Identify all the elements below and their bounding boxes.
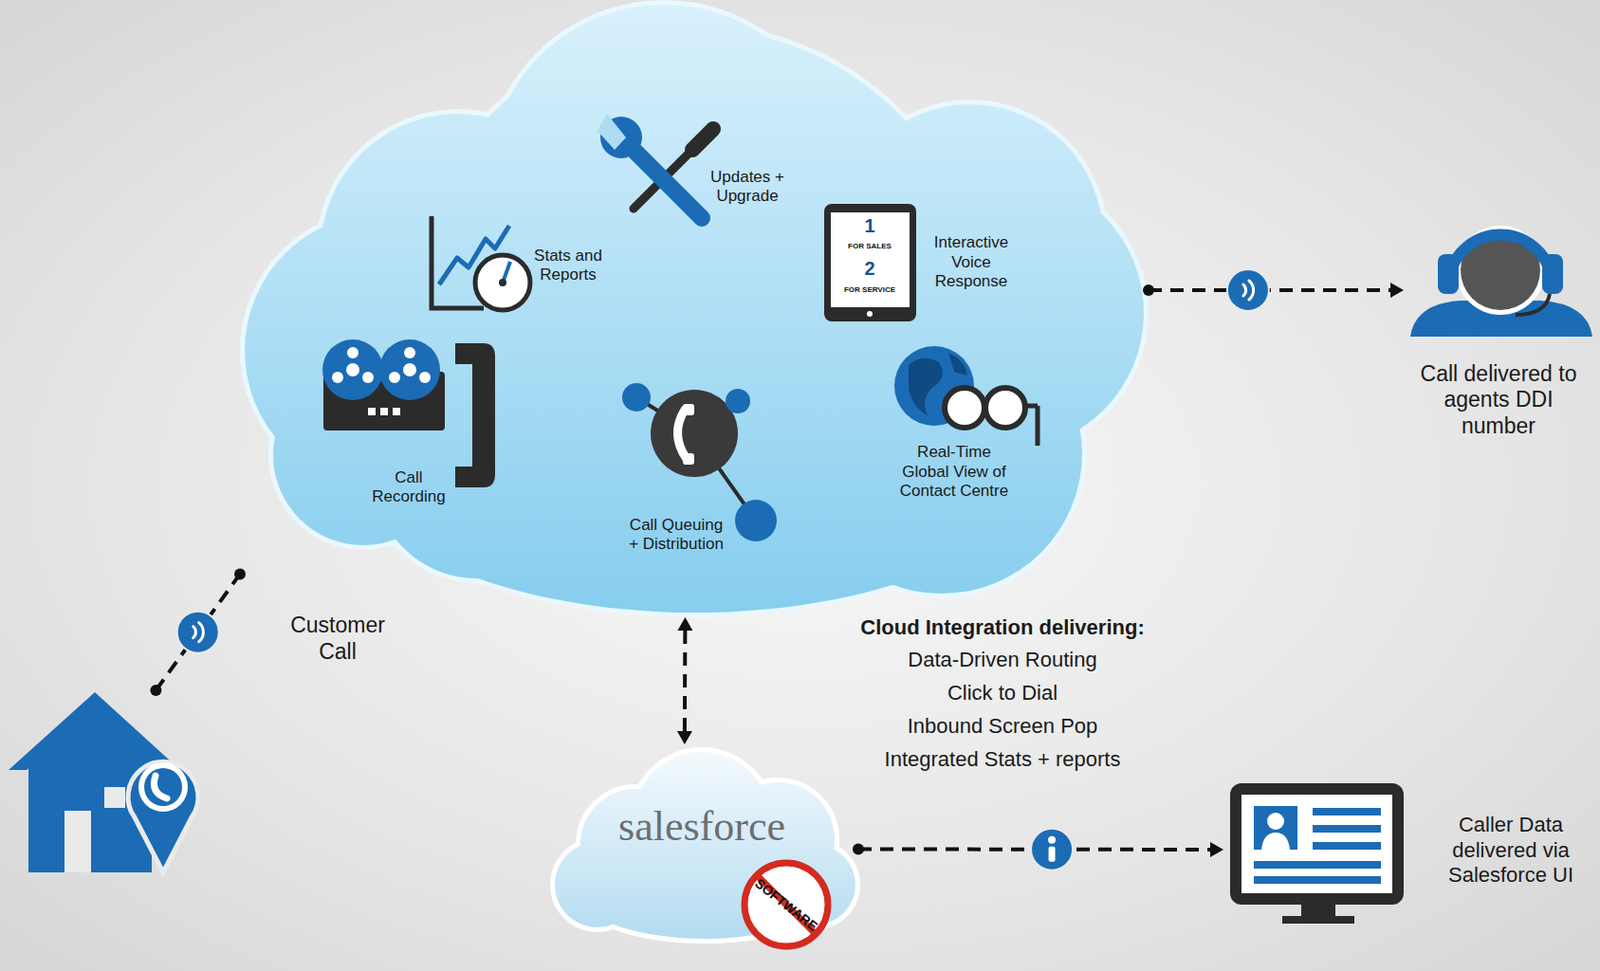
ivr-option: FOR SERVICE xyxy=(843,285,898,295)
arrow-head xyxy=(677,617,693,631)
wave xyxy=(199,623,204,643)
call-distribution-icon xyxy=(622,383,777,542)
ivr-option: FOR SALES xyxy=(846,241,893,252)
end-dot xyxy=(852,843,865,855)
house-icon xyxy=(8,692,199,873)
wave xyxy=(1249,280,1254,300)
screen-icon xyxy=(1235,789,1398,924)
cloud-shape xyxy=(545,744,859,968)
arrow-head xyxy=(1390,282,1404,298)
globe-glasses-icon xyxy=(894,346,1038,446)
signal-badge xyxy=(177,611,220,654)
connector xyxy=(852,828,1224,871)
integration-item: Inbound Screen Pop xyxy=(906,714,1100,739)
screen-caption: Caller Data delivered via Salesforce UI xyxy=(1433,812,1590,888)
wave xyxy=(193,626,197,639)
arrow-head xyxy=(677,731,693,745)
agent-caption: Call delivered to agents DDI number xyxy=(1417,361,1580,441)
integration-heading: Cloud Integration delivering: xyxy=(859,615,1146,641)
info-dot xyxy=(1048,836,1056,845)
feature-label: Call Recording xyxy=(365,464,453,512)
feature-label: Interactive Voice Response xyxy=(921,229,1021,295)
feature-label: Real-Time Global View of Contact Centre xyxy=(888,439,1020,505)
dashed-line xyxy=(682,630,687,732)
connector xyxy=(677,617,693,745)
cloud-region: Updates + UpgradeStats and Reports Intera… xyxy=(239,0,1149,618)
badge-disc xyxy=(1030,828,1073,871)
feature-label-text: Updates + Upgrade xyxy=(703,167,791,207)
screen-node: Caller Data delivered via Salesforce UI xyxy=(1223,777,1594,930)
end-dot xyxy=(234,568,246,580)
integration-item: Click to Dial xyxy=(946,680,1060,706)
feature-label: Updates + Upgrade xyxy=(699,164,795,211)
connector xyxy=(1142,269,1404,312)
feature-label-text: Call Queuing + Distribution xyxy=(628,515,724,555)
agent-node: Call delivered to agents DDI number xyxy=(1403,222,1594,456)
stats-icon xyxy=(431,216,531,311)
wave xyxy=(1243,284,1247,296)
ivr-digit: 2 xyxy=(863,257,877,280)
integration-item: Integrated Stats + reports xyxy=(883,747,1122,773)
badge-disc xyxy=(177,611,220,654)
arrow-head xyxy=(1210,842,1224,858)
salesforce-cloud: salesforceSOFTWARE xyxy=(545,744,859,968)
feature-label-text: Real-Time Global View of Contact Centre xyxy=(892,442,1016,501)
ivr-tablet-icon xyxy=(824,203,917,322)
feature-label-text: Stats and Reports xyxy=(527,246,609,286)
end-dot xyxy=(149,684,162,697)
info-badge xyxy=(1030,828,1073,871)
edge-label: Customer Call xyxy=(284,612,391,665)
info-bar xyxy=(1048,846,1056,863)
house-node xyxy=(8,690,220,873)
dashed-line xyxy=(858,846,1211,852)
dashed-line xyxy=(155,573,240,691)
tools-icon xyxy=(597,113,714,219)
feature-label: Call Queuing + Distribution xyxy=(625,512,728,559)
feature-label: Stats and Reports xyxy=(523,242,613,290)
feature-label-text: Call Recording xyxy=(368,468,449,508)
signal-badge xyxy=(1227,269,1269,312)
connector xyxy=(149,568,246,697)
recorder-icon xyxy=(322,339,496,488)
dashed-line xyxy=(1148,288,1391,293)
agent-icon xyxy=(1410,225,1593,337)
end-dot xyxy=(1142,284,1155,296)
feature-label-text: Interactive Voice Response xyxy=(925,233,1017,292)
integration-item: Data-Driven Routing xyxy=(906,647,1099,673)
salesforce-logo: salesforce xyxy=(617,802,787,853)
badge-disc xyxy=(1227,269,1269,312)
ivr-digit: 1 xyxy=(863,214,877,238)
